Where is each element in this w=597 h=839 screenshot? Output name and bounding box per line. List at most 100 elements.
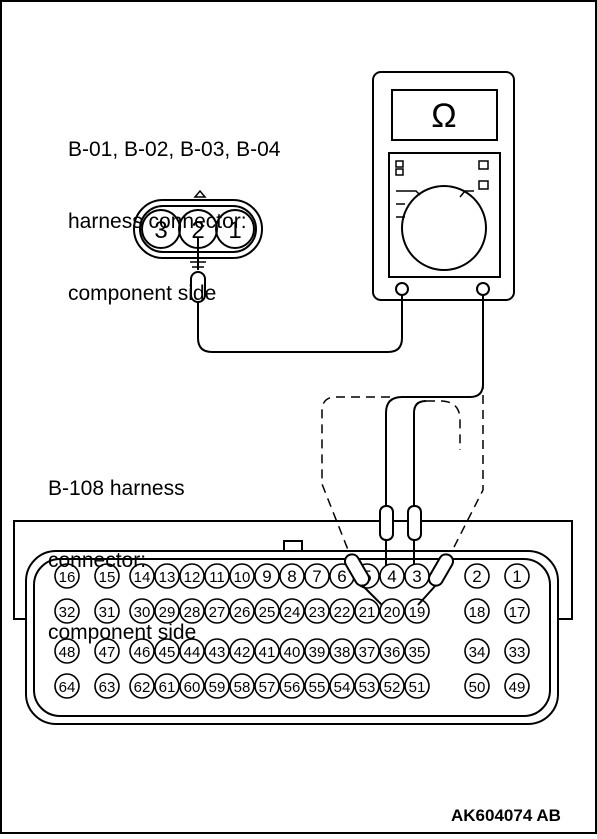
label-line: B-108 harness: [48, 477, 185, 500]
ecu-pin: [179, 563, 205, 589]
ecu-pin: [204, 598, 230, 624]
ecu-pin: [204, 563, 230, 589]
meter-jack: [395, 282, 409, 296]
test-lead-wire: [385, 295, 484, 508]
ecu-pin: [94, 563, 120, 589]
ecu-pin-label: 44: [184, 644, 201, 661]
ecu-probes: [344, 505, 454, 606]
ecu-pin: [229, 673, 255, 699]
ecu-pin-label: 56: [284, 679, 301, 696]
ecu-pin-label: 38: [334, 644, 351, 661]
ecu-pin-label: 43: [209, 644, 226, 661]
probe-grip-alt: [428, 553, 454, 587]
ecu-connector-face-inner: [33, 558, 551, 717]
ecu-pin-label: 61: [159, 679, 176, 696]
ecu-pin: [464, 638, 490, 664]
ecu-pin: [279, 638, 305, 664]
ecu-pin: [379, 563, 405, 589]
ecu-pin-label: 6: [337, 567, 346, 586]
ecu-pin-label: 19: [409, 604, 426, 621]
ecu-pin-label: 18: [469, 604, 486, 621]
ecu-pin-label: 52: [384, 679, 401, 696]
connector-arrow-icon: [193, 189, 207, 198]
ecu-pin: [129, 563, 155, 589]
meter-display: [391, 89, 498, 141]
ecu-connector: 1615141312111098765432132313029282726252…: [13, 520, 573, 725]
probe-grip: [407, 505, 422, 541]
ecu-pin: [54, 598, 80, 624]
meter-indicator: [478, 160, 489, 170]
ecu-pin: [329, 638, 355, 664]
ecu-pin-label: 30: [134, 604, 151, 621]
ecu-pin: [54, 673, 80, 699]
ecu-pin: [279, 598, 305, 624]
ecu-pin: [304, 673, 330, 699]
ecu-pin: [404, 673, 430, 699]
ecu-pin: [304, 563, 330, 589]
ecu-pin: [379, 638, 405, 664]
ecu-pin-label: 46: [134, 644, 151, 661]
ecu-pin-label: 42: [234, 644, 251, 661]
ecu-pin-label: 57: [259, 679, 276, 696]
ecu-pin: [504, 598, 530, 624]
ecu-pin: [229, 563, 255, 589]
ecu-pin-label: 55: [309, 679, 326, 696]
ecu-pin-label: 10: [234, 569, 251, 586]
ecu-pin: [129, 638, 155, 664]
ecu-pin: [129, 598, 155, 624]
ecu-pin-label: 17: [509, 604, 526, 621]
ecu-pin: [304, 638, 330, 664]
ecu-pin-label: 23: [309, 604, 326, 621]
ecu-pin: [254, 638, 280, 664]
ohmmeter: Ω: [372, 71, 515, 301]
ecu-pin-label: 20: [384, 604, 401, 621]
ecu-pin: [304, 598, 330, 624]
ecu-pin: [354, 673, 380, 699]
alternate-lead-dashed: [426, 400, 461, 450]
ecu-pin-label: 27: [209, 604, 226, 621]
ecu-pin: [404, 638, 430, 664]
probe-grip-alt: [344, 553, 370, 587]
pin-circle: [215, 209, 255, 249]
probe-pin-alt: [417, 584, 437, 606]
meter-scale-mark: [396, 190, 421, 196]
ecu-pin: [464, 563, 490, 589]
ecu-pin: [154, 598, 180, 624]
ecu-pin-label: 63: [99, 679, 116, 696]
ecu-pin: [379, 598, 405, 624]
ecu-pin-label: 22: [334, 604, 351, 621]
ecu-pin-label: 9: [262, 567, 271, 586]
ecu-pin: [329, 598, 355, 624]
ecu-pin: [279, 673, 305, 699]
ecu-pin-label: 51: [409, 679, 426, 696]
ecu-pin-label: 24: [284, 604, 301, 621]
ecu-pin-label: 8: [287, 567, 296, 586]
ecu-pin-label: 12: [184, 569, 201, 586]
ecu-pin: [154, 563, 180, 589]
ecu-pin-label: 33: [509, 644, 526, 661]
ecu-pin: [504, 638, 530, 664]
ecu-pin-label: 26: [234, 604, 251, 621]
small-connector: 3 2 1: [133, 189, 263, 303]
meter-panel: [388, 152, 501, 278]
ecu-connector-label: B-108 harness connector: component side: [48, 429, 196, 669]
ecu-pin-label: 50: [469, 679, 486, 696]
ecu-pin-label: 15: [99, 569, 116, 586]
ecu-pin-label: 64: [59, 679, 76, 696]
label-line: harness connector:: [68, 210, 247, 233]
ecu-pin-label: 28: [184, 604, 201, 621]
label-line: component side: [68, 282, 217, 305]
small-connector-label: B-01, B-02, B-03, B-04 harness connector…: [68, 90, 280, 330]
pin-label: 3: [154, 217, 167, 244]
ecu-pin-label: 41: [259, 644, 276, 661]
alternate-lead-dashed: [449, 380, 484, 556]
ecu-pin: [94, 638, 120, 664]
ecu-pin-label: 29: [159, 604, 176, 621]
ecu-pin-label: 31: [99, 604, 116, 621]
ecu-pin-label: 21: [359, 604, 376, 621]
ecu-pin: [154, 638, 180, 664]
ecu-pin: [504, 563, 530, 589]
ecu-pin-label: 14: [134, 569, 151, 586]
